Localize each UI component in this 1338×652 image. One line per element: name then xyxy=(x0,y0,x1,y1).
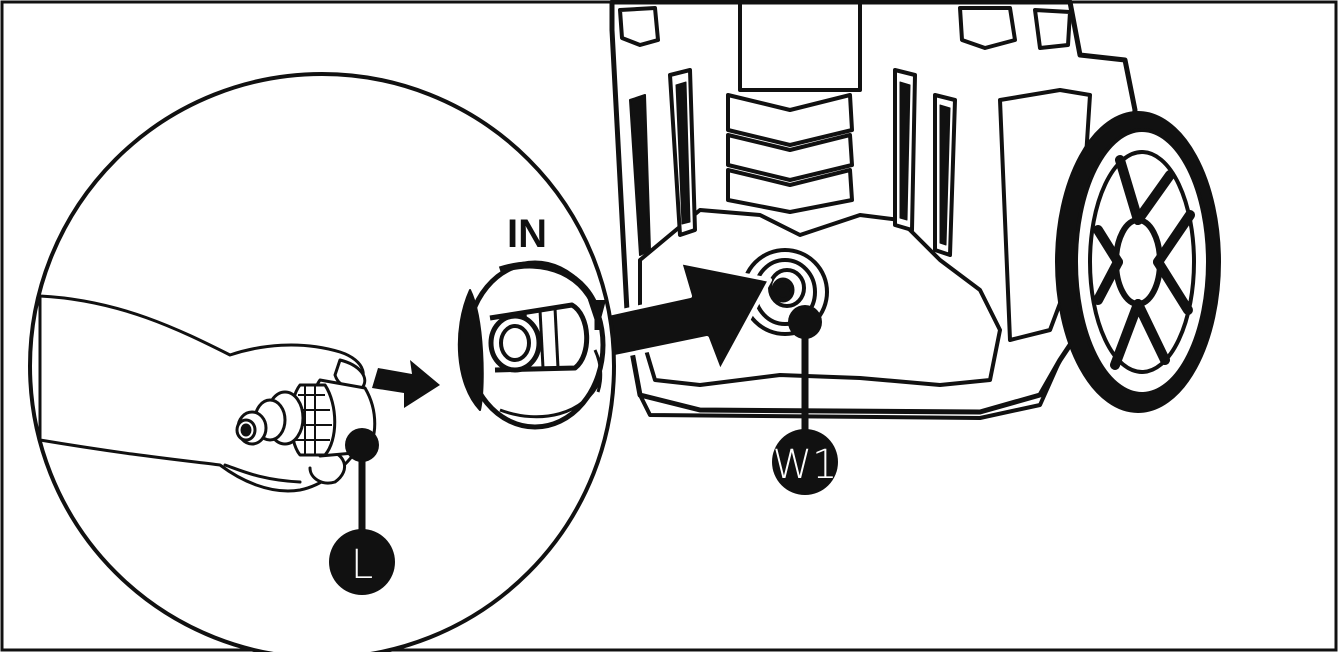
pressure-washer-body xyxy=(612,2,1135,418)
callout-label-inlet: W1 xyxy=(773,442,838,488)
callout-filter-badge: L xyxy=(329,529,395,595)
callout-label-filter: L xyxy=(351,542,373,588)
inlet-label: IN xyxy=(507,212,547,256)
wheel xyxy=(1056,112,1220,412)
